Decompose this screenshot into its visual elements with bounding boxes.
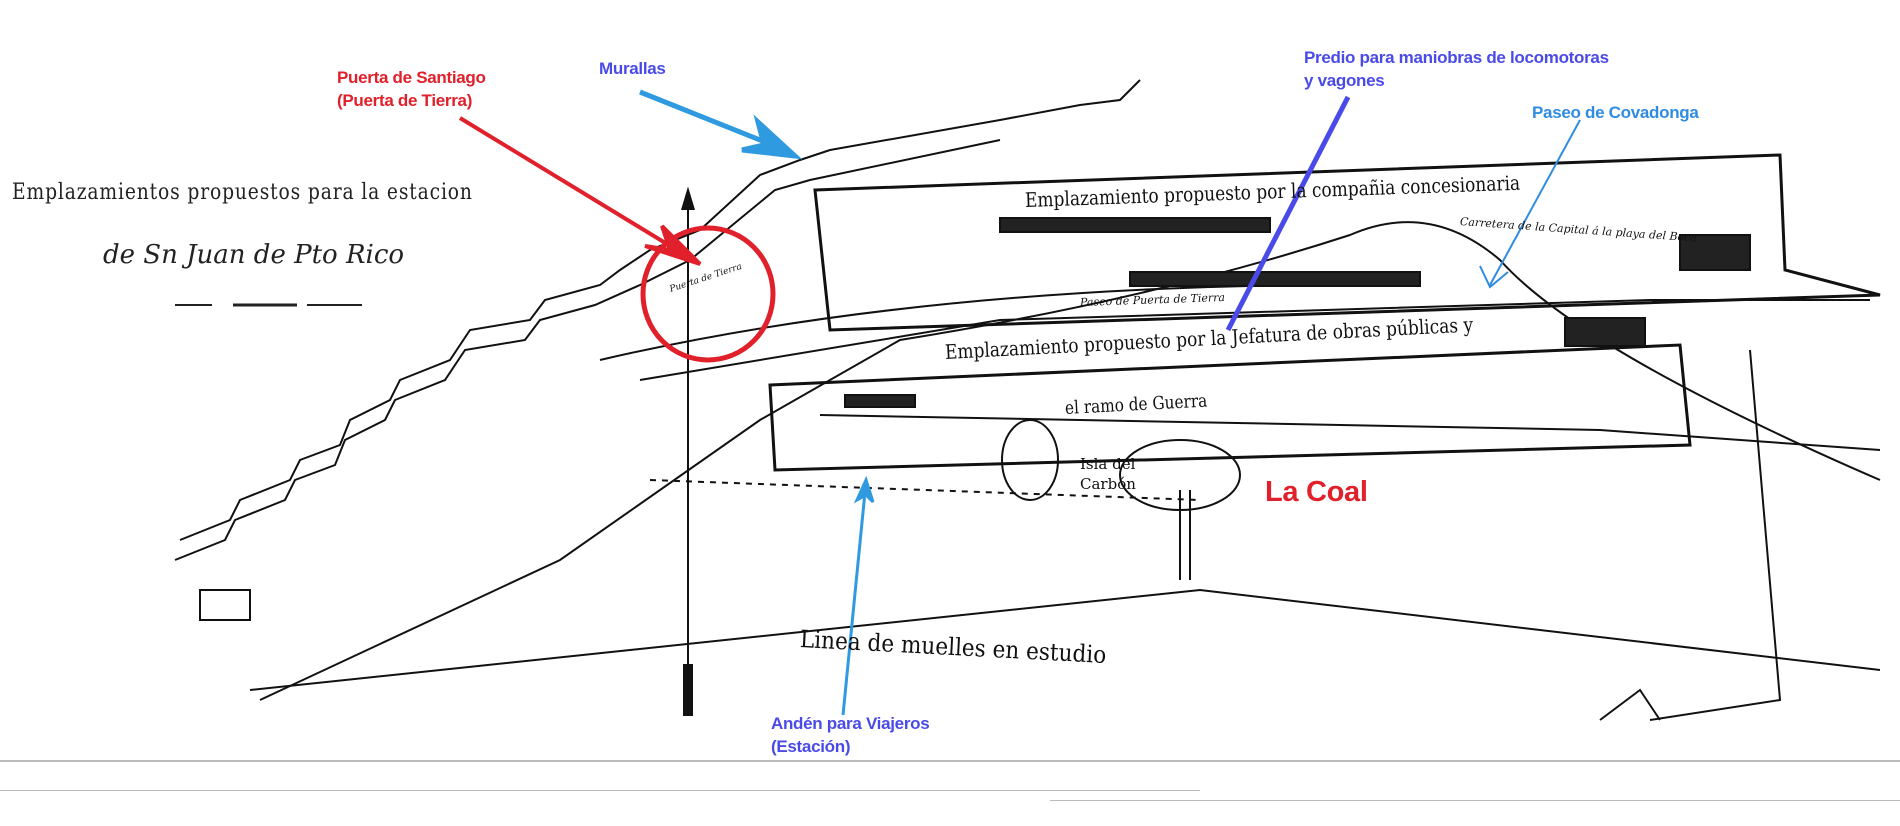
anden-arrow	[841, 475, 875, 716]
map-title-line1: Emplazamientos propuestos para la estaci…	[12, 180, 473, 205]
predio-label: Predio para maniobras de locomotoras y v…	[1304, 46, 1609, 92]
isla-carbon-label-1: Isla del	[1080, 455, 1136, 473]
puerta-santiago-line1: Puerta de Santiago	[337, 68, 486, 87]
public-works-site-outline	[768, 343, 1692, 472]
paseo-covadonga-label: Paseo de Covadonga	[1532, 103, 1699, 122]
puerta-santiago-label: Puerta de Santiago (Puerta de Tierra)	[337, 66, 486, 112]
predio-line1: Predio para maniobras de locomotoras	[1304, 48, 1609, 67]
puerta-santiago-line2: (Puerta de Tierra)	[337, 91, 473, 110]
company-site-outline	[813, 153, 1881, 332]
paseo-covadonga-arrow	[1479, 119, 1581, 289]
isla-carbon-label-2: Carbón	[1080, 475, 1136, 493]
puerta-santiago-circle	[640, 225, 776, 363]
puerta-santiago-arrow	[458, 116, 702, 266]
railway-track	[259, 221, 1881, 701]
anden-label: Andén para Viajeros (Estación)	[771, 712, 930, 758]
city-walls	[179, 79, 1141, 541]
predio-line2: y vagones	[1304, 71, 1385, 90]
predio-arrow	[1225, 95, 1351, 332]
murallas-label: Murallas	[599, 59, 666, 78]
north-arrow	[681, 186, 695, 716]
murallas-arrow	[639, 89, 803, 160]
map-title-line2: de Sn Juan de Pto Rico	[103, 240, 405, 270]
anden-line2: (Estación)	[771, 737, 851, 756]
anden-line1: Andén para Viajeros	[771, 714, 930, 733]
la-coal-label: La Coal	[1265, 476, 1368, 508]
